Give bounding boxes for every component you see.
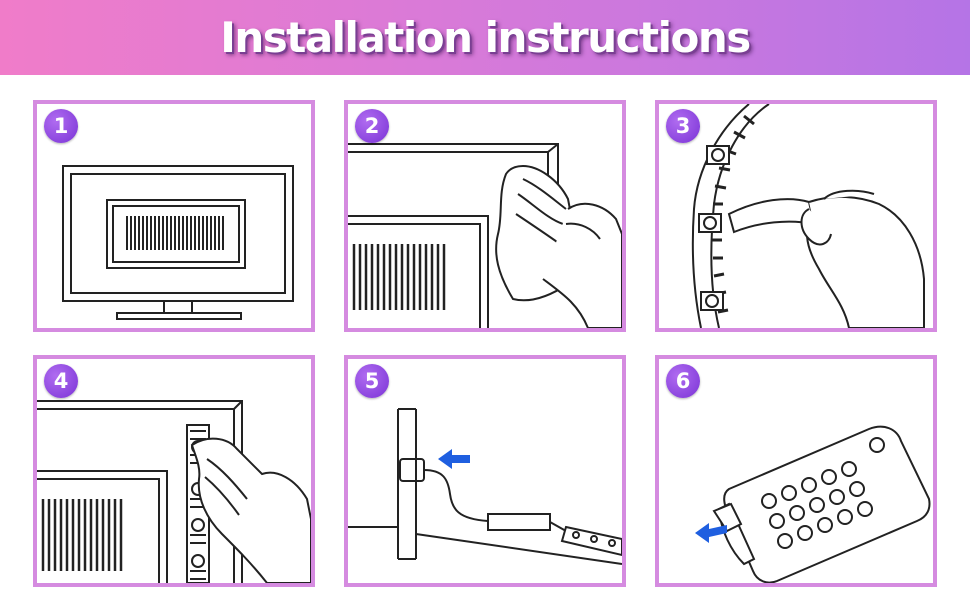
step-1-panel: 1 [33, 100, 315, 332]
step-5-badge: 5 [355, 364, 389, 398]
step-3-panel: 3 [655, 100, 937, 332]
stick-led-strip-illustration [37, 400, 311, 583]
step-2-panel: 2 [344, 100, 626, 332]
step-6-panel: 6 [655, 355, 937, 587]
step-5-panel: 5 [344, 355, 626, 587]
plug-usb-illustration [348, 408, 622, 565]
step-1-badge: 1 [44, 109, 78, 143]
wipe-tv-illustration [348, 143, 622, 328]
title-banner: Installation instructions [0, 0, 970, 75]
step-6-badge: 6 [666, 364, 700, 398]
step-4-badge: 4 [44, 364, 78, 398]
tv-screen-illustration [62, 165, 294, 320]
step-4-panel: 4 [33, 355, 315, 587]
step-3-badge: 3 [666, 109, 700, 143]
remote-control-illustration [695, 425, 931, 583]
peel-led-strip-illustration [691, 104, 925, 328]
step-2-badge: 2 [355, 109, 389, 143]
page-title: Installation instructions [220, 13, 751, 62]
